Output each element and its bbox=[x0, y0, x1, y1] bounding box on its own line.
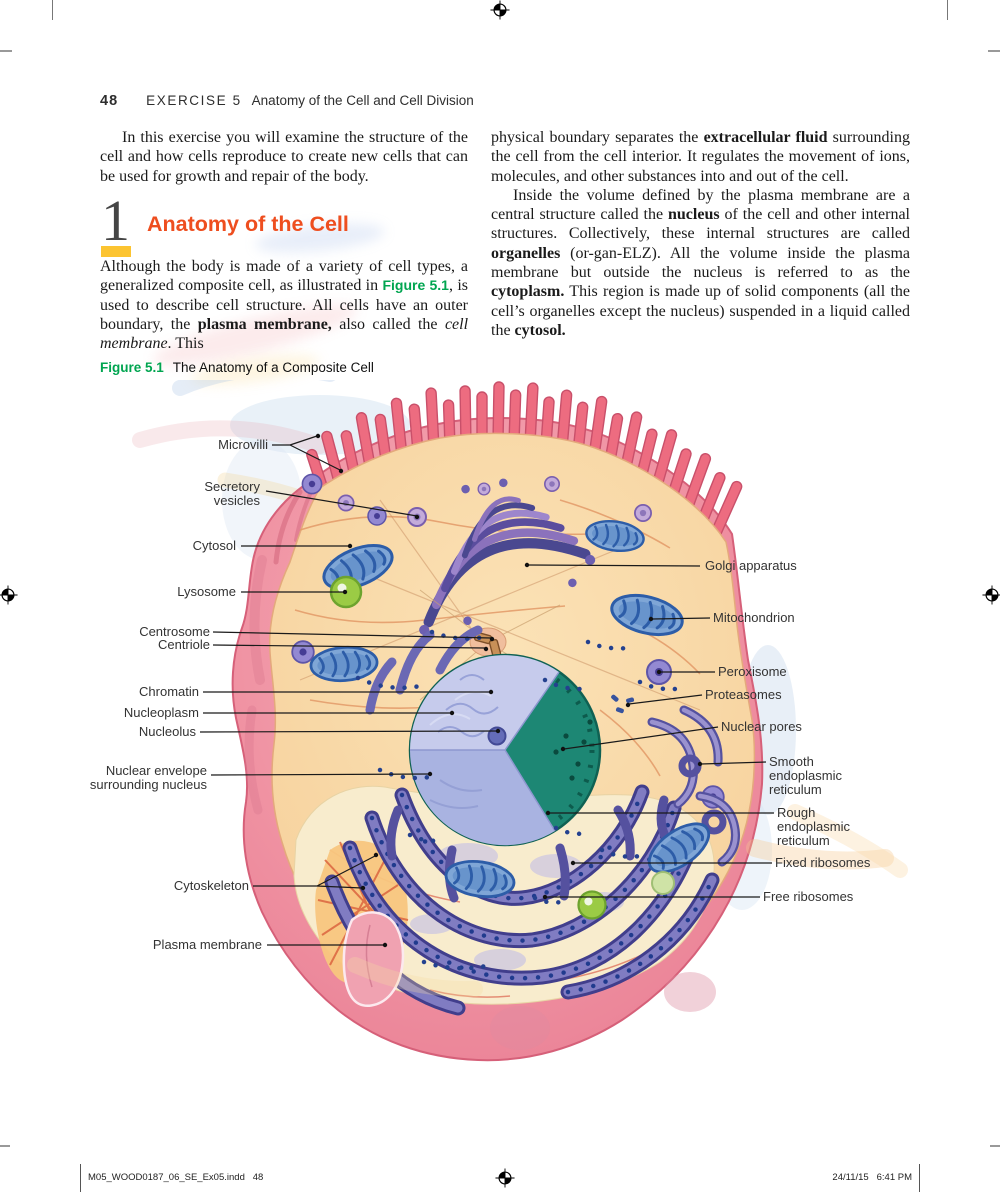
figure-label-cytosol: Cytosol bbox=[192, 538, 236, 553]
leader-lines bbox=[199, 433, 774, 948]
figure-label-secretory-vesicles: Secretory vesicles bbox=[204, 479, 260, 508]
figure-label-golgi-apparatus: Golgi apparatus bbox=[705, 558, 797, 573]
body-paragraph: physical boundary separates the extracel… bbox=[491, 129, 910, 185]
crop-mark bbox=[0, 1145, 10, 1147]
registration-mark-icon bbox=[490, 0, 510, 20]
figure-label-smooth-er: Smooth endoplasmic reticulum bbox=[769, 754, 842, 797]
body-paragraph: Inside the volume defined by the plasma … bbox=[491, 186, 911, 339]
proteasomes bbox=[611, 694, 635, 714]
crop-mark bbox=[947, 0, 948, 20]
crop-mark bbox=[80, 1164, 81, 1192]
figure-label-centriole: Centriole bbox=[157, 637, 210, 652]
figure-label-mitochondrion: Mitochondrion bbox=[713, 610, 795, 625]
crop-mark bbox=[990, 1145, 1000, 1147]
section-title: Anatomy of the Cell bbox=[147, 212, 349, 236]
figure-label-nucleoplasm: Nucleoplasm bbox=[123, 705, 199, 720]
figure-label-fixed-ribosomes: Fixed ribosomes bbox=[775, 855, 871, 870]
cell-illustration bbox=[132, 380, 908, 1062]
figure-label-free-ribosomes: Free ribosomes bbox=[763, 889, 854, 904]
figure-label-chromatin: Chromatin bbox=[139, 684, 199, 699]
figure-caption-label: Figure 5.1 bbox=[100, 360, 164, 375]
nucleus bbox=[408, 653, 602, 847]
figure-label-nucleolus: Nucleolus bbox=[138, 724, 196, 739]
exercise-kicker: EXERCISE 5 bbox=[146, 93, 242, 108]
figure-label-cytoskeleton: Cytoskeleton bbox=[173, 878, 249, 893]
registration-mark-icon bbox=[982, 585, 1000, 605]
golgi-apparatus bbox=[419, 478, 596, 636]
figure-caption-text: The Anatomy of a Composite Cell bbox=[172, 360, 374, 375]
left-column-paragraph-1: In this exercise you will examine the st… bbox=[100, 128, 468, 186]
figure-label-microvilli: Microvilli bbox=[218, 437, 268, 452]
lysosome-lower bbox=[577, 871, 675, 920]
figure-label-plasma-membrane: Plasma membrane bbox=[152, 937, 262, 952]
crop-mark bbox=[52, 0, 53, 20]
nucleolus bbox=[487, 726, 507, 746]
body-paragraph: Although the body is made of a variety o… bbox=[100, 258, 469, 353]
nuclear-pore-dots bbox=[553, 719, 593, 781]
right-column: physical boundary separates the extracel… bbox=[491, 128, 910, 340]
chromatin bbox=[437, 674, 499, 738]
section-heading: 1 Anatomy of the Cell bbox=[101, 188, 349, 257]
plasma-membrane-flap bbox=[342, 911, 405, 1007]
running-head: 48 EXERCISE 5 Anatomy of the Cell and Cell… bbox=[100, 93, 474, 109]
figure-caption: Figure 5.1 The Anatomy of a Composite Cel… bbox=[100, 360, 374, 375]
figure-label-centrosome: Centrosome bbox=[139, 624, 210, 639]
figure-label-lysosome: Lysosome bbox=[177, 584, 236, 599]
figure-label-rough-er: Rough endoplasmic reticulum bbox=[777, 805, 850, 848]
crop-mark bbox=[988, 50, 1000, 52]
page-number: 48 bbox=[100, 93, 119, 109]
figure-label-proteasomes: Proteasomes bbox=[705, 687, 782, 702]
chapter-title: Anatomy of the Cell and Cell Division bbox=[251, 93, 474, 108]
crop-mark bbox=[0, 50, 12, 52]
left-column-paragraph-2: Although the body is made of a variety o… bbox=[100, 257, 468, 353]
section-number-underline bbox=[101, 246, 131, 257]
registration-mark-icon bbox=[495, 1168, 515, 1188]
registration-mark-icon bbox=[0, 585, 18, 605]
figure-label-nuclear-envelope: Nuclear envelope surrounding nucleus bbox=[89, 763, 207, 792]
footer-filename: M05_WOOD0187_06_SE_Ex05.indd 48 bbox=[88, 1172, 264, 1183]
crop-mark bbox=[919, 1164, 920, 1192]
footer-timestamp: 24/11/15 6:41 PM bbox=[832, 1172, 912, 1183]
scan-streaks bbox=[347, 804, 908, 998]
figure-label-peroxisome: Peroxisome bbox=[718, 664, 787, 679]
section-number: 1 bbox=[101, 188, 130, 253]
intro-paragraph: In this exercise you will examine the st… bbox=[100, 129, 468, 185]
figure-label-nuclear-pores: Nuclear pores bbox=[721, 719, 802, 734]
